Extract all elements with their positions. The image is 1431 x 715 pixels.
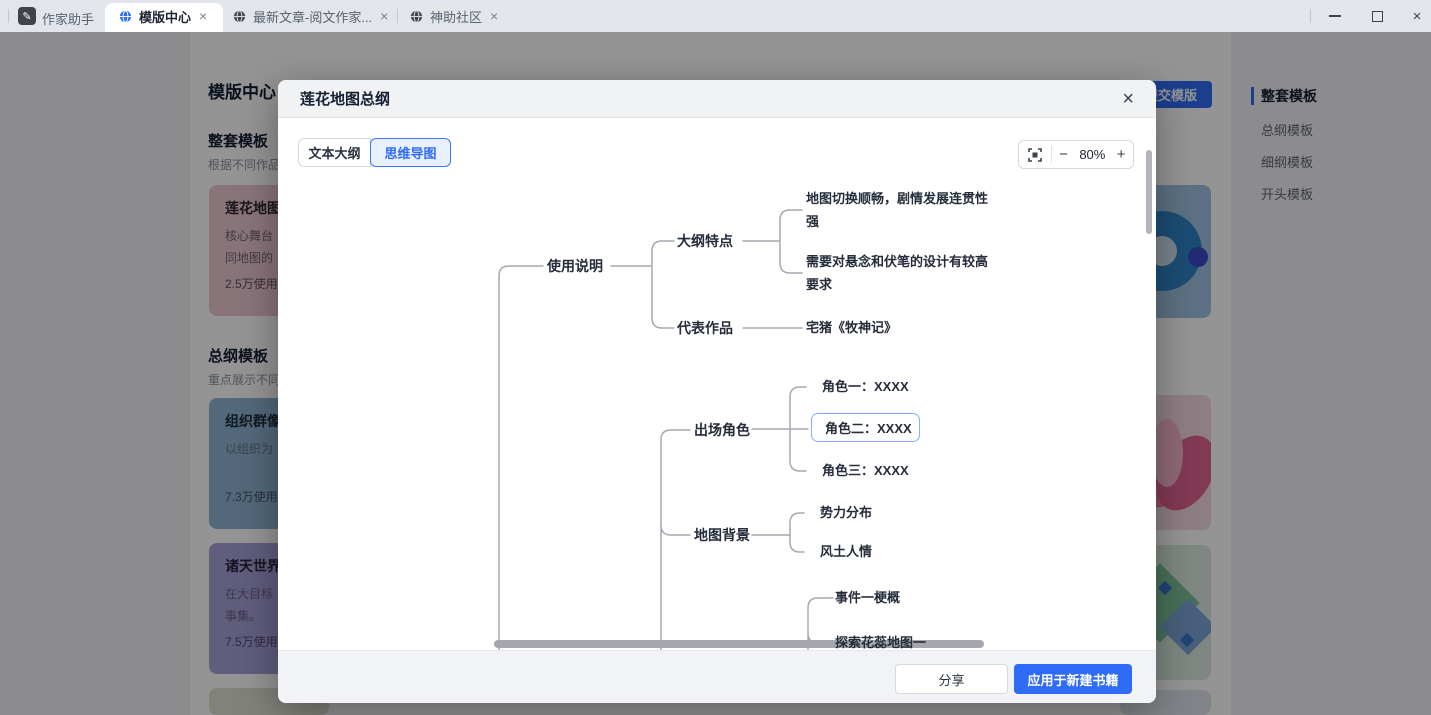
tab-template-center[interactable]: 模版中心 ×	[119, 0, 207, 32]
tab-close-icon[interactable]: ×	[380, 8, 389, 24]
section-title-full-set: 整套模板	[208, 133, 269, 150]
globe-icon	[119, 9, 132, 23]
maximize-button[interactable]	[1360, 0, 1394, 32]
maximize-icon	[1371, 10, 1383, 22]
minimize-button[interactable]	[1318, 0, 1352, 32]
right-nav-master-outline[interactable]: 总纲模板	[1261, 123, 1314, 138]
mindmap-node-works[interactable]: 代表作品	[677, 320, 733, 336]
template-detail-modal: 莲花地图总纲 × 文本大纲 思维导图 − 80% +	[278, 80, 1156, 703]
mindmap-leaf-role-two-selected[interactable]: 角色二：XXXX	[811, 413, 920, 442]
minimize-icon	[1329, 15, 1341, 17]
tab-community[interactable]: 神助社区 ×	[410, 0, 498, 32]
card-usage-count: 2.5万使用	[225, 277, 278, 291]
mindmap-node-features[interactable]: 大纲特点	[677, 233, 733, 249]
zoom-controls: − 80% +	[1018, 140, 1134, 169]
titlebar-divider	[8, 9, 9, 23]
close-window-button[interactable]: ×	[1400, 0, 1431, 32]
mindmap-leaf-smooth-transition[interactable]: 地图切换顺畅，剧情发展连贯性强	[806, 191, 989, 229]
modal-header: 莲花地图总纲 ×	[278, 80, 1156, 118]
tab-mindmap[interactable]: 思维导图	[370, 138, 451, 167]
zoom-in-button[interactable]: +	[1109, 146, 1133, 163]
section-subtitle-outline: 重点展示不同	[208, 373, 281, 387]
mindmap-node-map-background[interactable]: 地图背景	[694, 527, 750, 543]
vertical-scrollbar-thumb[interactable]	[1146, 150, 1152, 234]
card-desc-line: 在大目标	[225, 587, 274, 601]
card-desc-line: 事集。	[225, 609, 262, 623]
modal-footer: 分享 应用于新建书籍	[278, 650, 1156, 703]
card-desc-line: 以组织为	[225, 442, 274, 456]
mindmap-leaf-event-summary[interactable]: 事件一梗概	[835, 590, 901, 605]
mindmap-leaf-role-one[interactable]: 角色一：XXXX	[822, 379, 909, 394]
pen-icon: ✎	[22, 10, 32, 23]
zoom-divider	[1050, 146, 1052, 163]
tab-latest-articles[interactable]: 最新文章-阅文作家... ×	[233, 0, 388, 32]
section-subtitle-full-set: 根据不同作品	[208, 158, 281, 172]
right-nav-active-indicator	[1251, 87, 1254, 105]
mindmap-node-usage[interactable]: 使用说明	[547, 258, 603, 274]
fit-to-screen-button[interactable]	[1019, 141, 1051, 168]
connector-root-spine	[498, 265, 544, 650]
right-nav-full-set[interactable]: 整套模板	[1261, 88, 1317, 104]
horizontal-scrollbar-thumb[interactable]	[494, 640, 984, 648]
card-usage-count: 7.3万使用	[225, 490, 278, 504]
modal-body: 文本大纲 思维导图 − 80% +	[278, 118, 1156, 650]
mindmap-leaf-representative-work[interactable]: 宅猪《牧神记》	[806, 320, 898, 335]
app-home-item[interactable]: 作家助手	[42, 12, 95, 27]
tab-label: 模版中心	[139, 9, 192, 25]
globe-icon	[233, 9, 246, 23]
modal-title: 莲花地图总纲	[300, 91, 391, 108]
mindmap-leaf-local-customs[interactable]: 风土人情	[820, 544, 873, 559]
card-title: 莲花地图	[225, 200, 281, 216]
controls-divider	[1310, 9, 1311, 23]
section-title-outline: 总纲模板	[208, 348, 269, 365]
tab-close-icon[interactable]: ×	[490, 8, 499, 24]
mindmap-canvas[interactable]: 使用说明 大纲特点 地图切换顺畅，剧情发展连贯性强 需要对悬念和伏笔的设计有较高…	[278, 118, 1156, 650]
zoom-level: 80%	[1079, 147, 1106, 162]
globe-icon	[410, 9, 423, 23]
connector-background-children	[751, 512, 805, 553]
tab-label: 神助社区	[430, 9, 483, 25]
tab-text-outline[interactable]: 文本大纲	[298, 138, 371, 167]
mindmap-leaf-suspense-design[interactable]: 需要对悬念和伏笔的设计有较高要求	[806, 254, 989, 292]
card-title: 组织群像	[225, 413, 281, 429]
connector-usage-children	[610, 240, 675, 329]
page-title: 模版中心	[208, 83, 276, 102]
view-switcher: 文本大纲 思维导图	[298, 138, 451, 167]
connector-features-children	[742, 209, 803, 274]
right-nav-opening[interactable]: 开头模板	[1261, 187, 1314, 202]
mindmap-node-roles[interactable]: 出场角色	[694, 422, 750, 438]
zoom-out-button[interactable]: −	[1052, 146, 1076, 163]
tab-divider	[397, 9, 398, 23]
mindmap-leaf-explore-map[interactable]: 探索花蕊地图一	[835, 635, 927, 650]
card-desc-line: 核心舞台	[225, 229, 274, 243]
modal-close-button[interactable]: ×	[1122, 88, 1134, 110]
writer-assistant-icon[interactable]: ✎	[18, 7, 36, 25]
tab-label: 最新文章-阅文作家...	[253, 9, 373, 25]
right-nav-detail-outline[interactable]: 细纲模板	[1261, 155, 1314, 170]
share-button[interactable]: 分享	[895, 664, 1008, 694]
card-title: 诸天世界	[225, 558, 281, 574]
mindmap-leaf-role-three[interactable]: 角色三：XXXX	[822, 463, 909, 478]
fit-screen-icon	[1028, 147, 1042, 162]
connector-roles-children	[751, 386, 809, 472]
mindmap-connectors	[498, 209, 834, 650]
tab-close-icon[interactable]: ×	[199, 8, 208, 24]
card-desc-line: 同地图的	[225, 251, 274, 265]
window-titlebar: ✎ 作家助手 模版中心 × 最新文章-阅文作家... × 神助社区 × ×	[0, 0, 1431, 32]
close-icon: ×	[1412, 7, 1422, 25]
apply-to-new-book-button[interactable]: 应用于新建书籍	[1014, 664, 1132, 694]
connector-second-spine	[660, 429, 691, 650]
mindmap-leaf-power-distribution[interactable]: 势力分布	[820, 505, 873, 520]
card-usage-count: 7.5万使用	[225, 635, 278, 649]
